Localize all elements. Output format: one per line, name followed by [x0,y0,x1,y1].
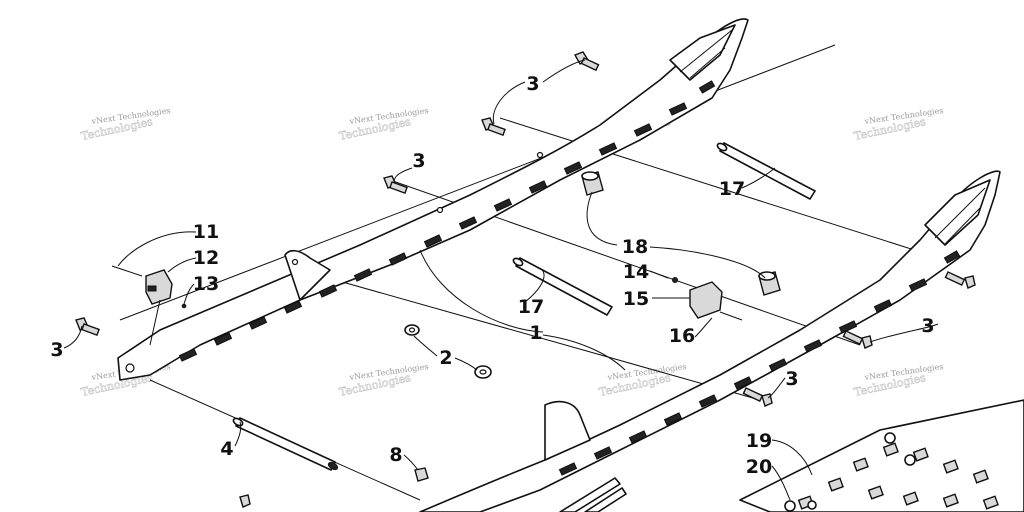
callout-17: 17 [719,178,745,200]
assembly-lines [119,44,931,501]
callout-4: 4 [220,438,233,460]
bolt-icon [742,387,773,407]
rail-front-slots [558,250,961,476]
slider-blocks [111,265,743,321]
bolt-icon [481,117,506,137]
callout-1: 1 [529,322,542,344]
bushings [404,171,781,379]
callout-20: 20 [746,456,772,478]
track-lugs [797,442,999,510]
callout-3: 3 [412,150,425,172]
axle [232,417,339,471]
bolt-icon [239,494,251,508]
rail-back-web [669,24,736,81]
callout-3: 3 [526,73,539,95]
callout-17: 17 [518,296,544,318]
callout-2: 2 [439,347,452,369]
callout-3: 3 [921,315,934,337]
callout-labels: 3 3 3 3 3 17 17 18 11 12 13 14 15 16 1 2… [50,73,934,478]
callout-18: 18 [622,236,648,258]
track [739,399,1024,512]
bolt-icon [383,175,408,195]
rail-back [117,18,749,381]
spacer-tubes [512,142,816,316]
bolt-icon [842,330,873,349]
callout-19: 19 [746,430,772,452]
nut-icon [414,467,429,482]
bolt-icon [573,51,600,72]
callout-15: 15 [623,288,649,310]
track-clips [784,432,916,512]
rail-front [419,170,1001,512]
leader-lines [63,59,939,501]
callout-13: 13 [193,273,219,295]
callout-12: 12 [193,247,219,269]
wear-strip [559,477,627,512]
bolt-icon [75,317,100,337]
rail-back-slots [178,80,716,362]
callout-3: 3 [50,339,63,361]
callout-8: 8 [389,444,402,466]
callout-3: 3 [785,368,798,390]
callout-16: 16 [669,325,695,347]
callout-11: 11 [193,221,219,243]
callout-14: 14 [623,261,649,283]
bolt-icon [944,271,976,289]
rail-front-web [924,179,991,246]
